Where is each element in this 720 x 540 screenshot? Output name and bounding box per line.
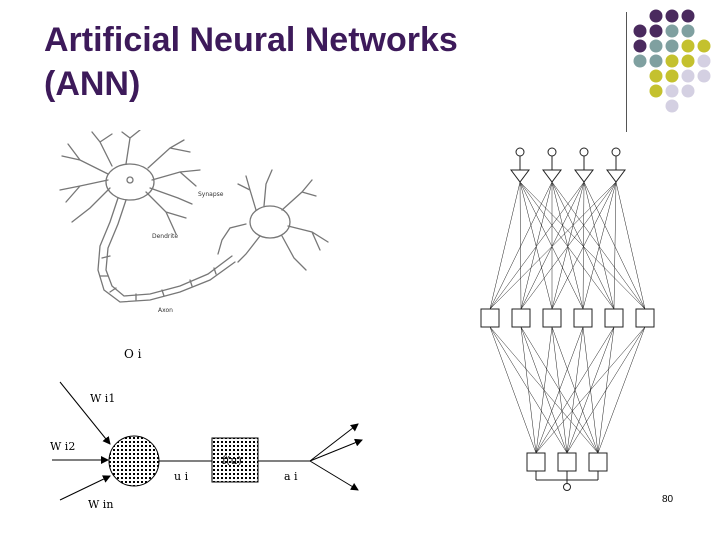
network-connection: [519, 181, 646, 310]
network-connection: [535, 326, 615, 454]
network-connection: [519, 181, 522, 310]
network-connection: [489, 181, 585, 310]
decorative-dot: [649, 24, 663, 38]
synapse-label: Synapse: [198, 191, 224, 198]
network-connection: [551, 181, 617, 310]
network-connection: [519, 181, 584, 310]
network-connection: [489, 181, 553, 310]
network-connection: [613, 181, 617, 310]
network-connection: [520, 181, 585, 310]
network-connection: [551, 181, 585, 310]
summation-node: [108, 435, 160, 487]
decorative-dot: [649, 69, 663, 83]
input-layer-node: [588, 452, 608, 472]
network-connection: [566, 326, 646, 454]
output-terminal: [611, 147, 621, 157]
network-connection: [535, 326, 584, 454]
hidden-layer-node: [635, 308, 655, 328]
decorative-dot: [697, 69, 711, 83]
decorative-dot: [665, 54, 679, 68]
output-terminal: [579, 147, 589, 157]
slide-title-line-1: Artificial Neural Networks: [44, 21, 458, 59]
decorative-dot: [665, 69, 679, 83]
slide-title: Artificial Neural Networks (ANN): [44, 18, 604, 106]
network-connection: [519, 181, 615, 310]
output-layer-node: [606, 169, 626, 183]
hidden-layer-node: [604, 308, 624, 328]
decorative-vertical-line: [626, 12, 627, 132]
hidden-layer-node: [542, 308, 562, 328]
network-connection: [583, 181, 615, 310]
network-connection: [551, 181, 615, 310]
decorative-dot-grid: [633, 9, 711, 113]
decorative-dot: [665, 99, 679, 113]
decorative-dot: [681, 69, 695, 83]
hidden-layer-node: [511, 308, 531, 328]
dendrite-label: Dendrite: [152, 233, 178, 240]
decorative-dot: [697, 54, 711, 68]
weight-label-2: W i2: [50, 440, 75, 453]
decorative-dot: [681, 39, 695, 53]
page-number: 80: [662, 494, 674, 505]
decorative-dot: [681, 24, 695, 38]
hidden-layer-node: [480, 308, 500, 328]
network-connection: [583, 181, 646, 310]
decorative-dot: [649, 84, 663, 98]
decorative-dot: [665, 39, 679, 53]
network-connection: [489, 181, 521, 310]
hidden-layer-node: [573, 308, 593, 328]
decorative-dot: [633, 39, 647, 53]
network-connection: [615, 181, 646, 310]
decorative-dot: [681, 9, 695, 23]
decorative-dot: [649, 39, 663, 53]
multilayer-network-diagram: [480, 147, 655, 491]
decorative-dot: [665, 24, 679, 38]
network-connection: [597, 326, 646, 454]
activation-label: a i: [284, 470, 298, 483]
weight-label-1: W i1: [90, 392, 115, 405]
input-layer-node: [526, 452, 546, 472]
output-layer-node: [542, 169, 562, 183]
net-input-label: u i: [174, 470, 189, 483]
input-terminal: [563, 483, 571, 491]
output-layer-node: [510, 169, 530, 183]
network-connection: [582, 181, 585, 310]
decorative-dot: [665, 84, 679, 98]
weight-label-n: W in: [88, 498, 113, 511]
output-label: O i: [124, 347, 142, 361]
network-connection: [551, 181, 646, 310]
network-connection: [582, 181, 617, 310]
network-connection: [520, 181, 553, 310]
network-connection: [489, 181, 617, 310]
network-connection: [520, 181, 617, 310]
axon-label: Axon: [158, 307, 173, 314]
network-connection: [535, 326, 553, 454]
biological-neuron-sketch: Synapse Dendrite Axon: [59, 130, 329, 314]
activation-function-label: f(u): [222, 454, 242, 467]
output-layer-node: [574, 169, 594, 183]
output-terminal: [515, 147, 525, 157]
decorative-dot: [649, 9, 663, 23]
decorative-dot: [665, 9, 679, 23]
decorative-dot: [681, 54, 695, 68]
network-connection: [520, 326, 537, 454]
decorative-dot: [697, 39, 711, 53]
input-layer-node: [557, 452, 577, 472]
slide-title-line-2: (ANN): [44, 65, 141, 103]
decorative-dot: [633, 24, 647, 38]
network-connection: [489, 326, 537, 454]
decorative-dot: [633, 54, 647, 68]
decorative-dot: [649, 54, 663, 68]
network-connection: [519, 181, 553, 310]
network-connection: [535, 326, 646, 454]
output-terminal: [547, 147, 557, 157]
artificial-neuron-model: O i W i1 W i2 W in u i f(u) a i: [50, 347, 363, 511]
decorative-dot: [681, 84, 695, 98]
network-connection: [551, 181, 584, 310]
activation-function-box: [211, 437, 259, 483]
